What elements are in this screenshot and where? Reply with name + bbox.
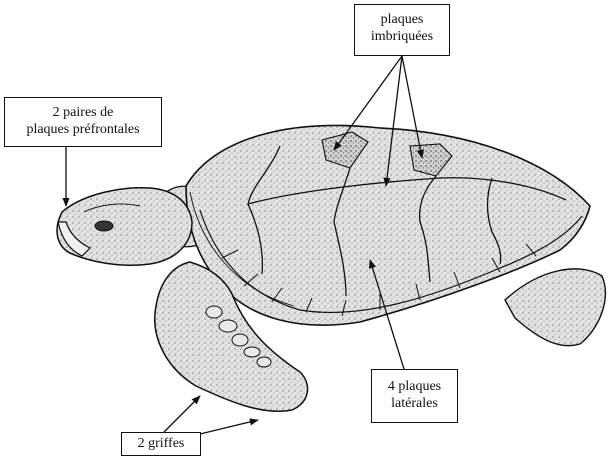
label-prefrontal-plates: 2 paires de plaques préfrontales — [4, 97, 162, 147]
label-claws-line-1: 2 griffes — [128, 435, 194, 452]
label-lateral-plates: 4 plaques latérales — [371, 369, 458, 423]
leader-grif-2 — [200, 420, 258, 434]
label-imbricated-plates: plaques imbriquées — [354, 4, 450, 56]
label-prefrontal-line-1: 2 paires de — [11, 104, 155, 121]
label-imbricated-line-2: imbriquées — [361, 28, 443, 45]
label-imbricated-line-1: plaques — [361, 11, 443, 28]
label-lateral-line-2: latérales — [378, 395, 451, 412]
label-lateral-line-1: 4 plaques — [378, 378, 451, 395]
rear-flipper — [505, 269, 605, 346]
leader-grif-1 — [164, 396, 200, 432]
label-claws: 2 griffes — [121, 432, 201, 456]
label-prefrontal-line-2: plaques préfrontales — [11, 121, 155, 138]
turtle-eye — [95, 221, 113, 231]
